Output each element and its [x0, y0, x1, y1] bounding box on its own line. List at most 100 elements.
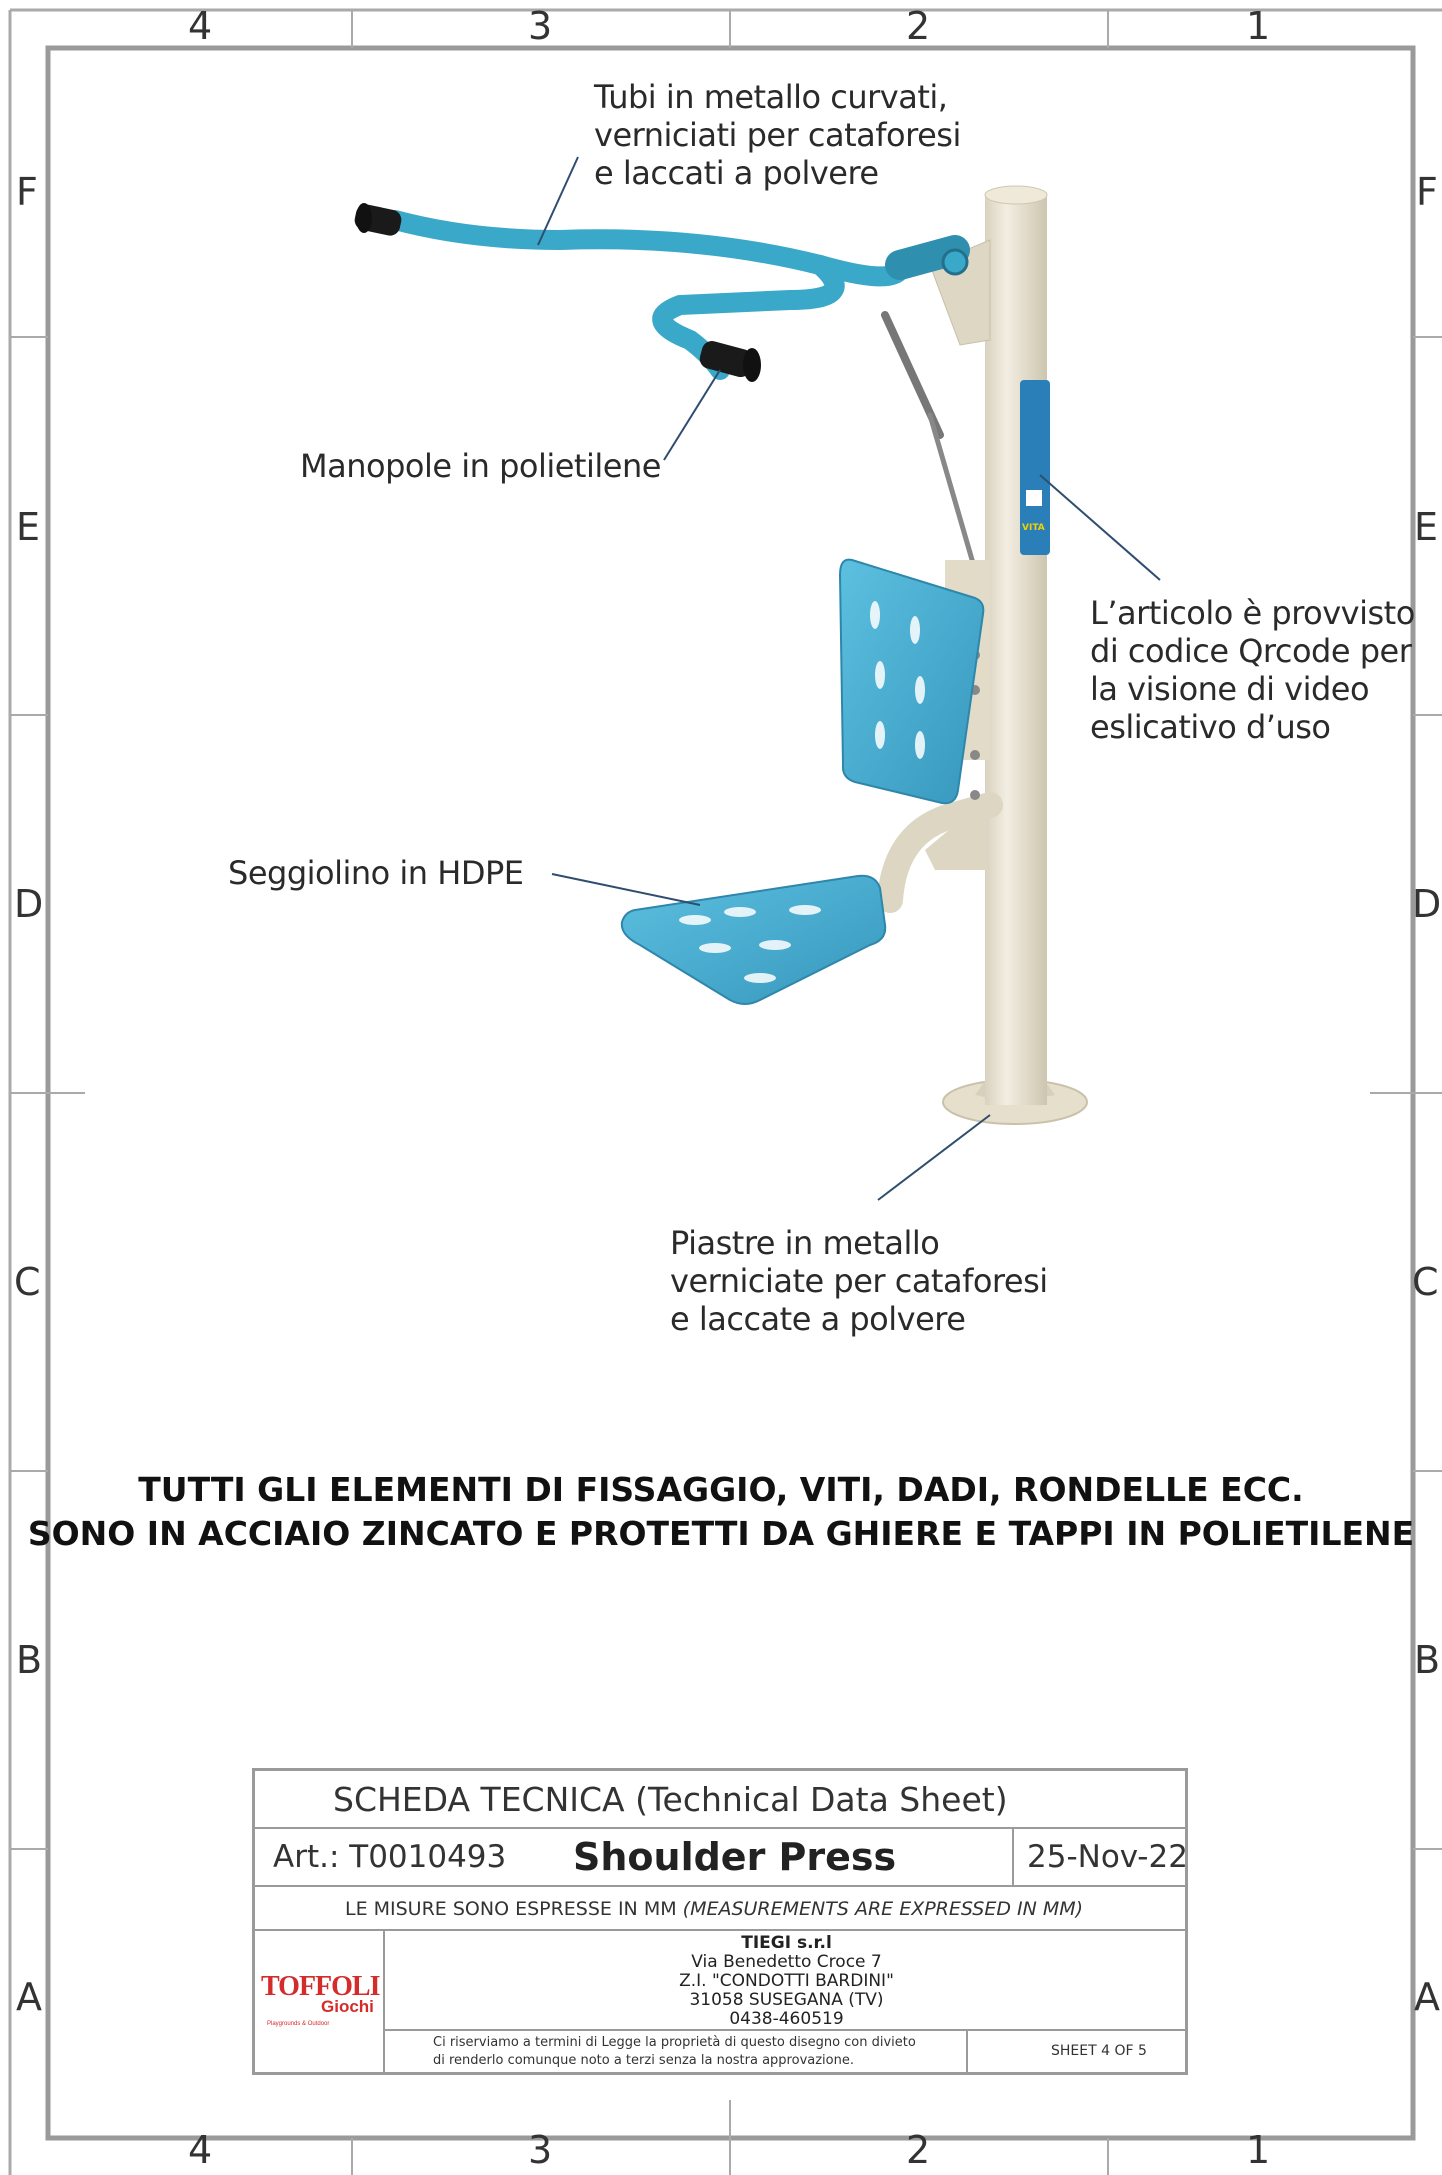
measurements-note: LE MISURE SONO ESPRESSE IN MM (MEASUREME… [345, 1898, 1083, 1920]
seat-slot [724, 907, 756, 917]
zone-label-left: A [16, 1975, 42, 2019]
callout-tubes-line: e laccati a polvere [594, 154, 879, 192]
post-cap [984, 185, 1048, 205]
zone-label-top: 2 [906, 4, 931, 48]
seat-slot [699, 943, 731, 953]
seat-slot [789, 905, 821, 915]
legal-line: Ci riserviamo a termini di Legge la prop… [433, 2035, 916, 2050]
divider [1012, 1829, 1014, 1885]
company-name: TIEGI s.r.l [741, 1933, 832, 1953]
company-zone: Z.I. "CONDOTTI BARDINI" [679, 1971, 894, 1991]
toffoli-logo: TOFFOLI [261, 1971, 381, 2002]
logo-cell: TOFFOLI Giochi Playgrounds & Outdoor [255, 1931, 385, 2075]
leader-line-plates [877, 1114, 991, 1201]
backrest-slot [875, 661, 885, 689]
zone-label-left: F [16, 170, 38, 214]
callout-plates: Piastre in metallo verniciate per catafo… [670, 1224, 1048, 1338]
leader-line-handles [663, 369, 721, 461]
company-address: TIEGI s.r.l Via Benedetto Croce 7 Z.I. "… [385, 1931, 1188, 2031]
callout-qrcode-line: di codice Qrcode per [1090, 632, 1412, 670]
leader-line-tubes [537, 156, 579, 246]
title-block-measurements-row: LE MISURE SONO ESPRESSE IN MM (MEASUREME… [255, 1887, 1185, 1931]
gas-spring-rod [927, 412, 978, 573]
callout-qrcode-line: la visione di video [1090, 670, 1370, 708]
zone-label-right: B [1414, 1638, 1441, 1682]
measurements-text: LE MISURE SONO ESPRESSE IN MM [345, 1898, 677, 1920]
callout-tubes: Tubi in metallo curvati, verniciati per … [594, 78, 961, 192]
seat-slot [759, 940, 791, 950]
callout-handles: Manopole in polietilene [300, 447, 661, 485]
sheet-heading: SCHEDA TECNICA (Technical Data Sheet) [333, 1780, 1008, 1819]
zone-label-top: 4 [188, 4, 213, 48]
vertical-post [985, 195, 1047, 1105]
issue-date: 25-Nov-22 [1027, 1839, 1188, 1875]
article-code: Art.: T0010493 [273, 1839, 507, 1875]
callout-qrcode-line: L’articolo è provvisto [1090, 594, 1415, 632]
leader-line-qrcode [1039, 474, 1161, 581]
zone-label-right: F [1416, 170, 1438, 214]
seat-arm [877, 792, 1003, 913]
zone-label-bottom: 3 [528, 2128, 553, 2172]
company-city: 31058 SUSEGANA (TV) [689, 1990, 884, 2010]
title-block-heading-row: SCHEDA TECNICA (Technical Data Sheet) [255, 1771, 1185, 1829]
handle-cap [743, 348, 761, 382]
backrest-slot [915, 676, 925, 704]
fastener-notice-line1: TUTTI GLI ELEMENTI DI FISSAGGIO, VITI, D… [138, 1470, 1304, 1509]
zone-label-bottom: 1 [1246, 2128, 1271, 2172]
backrest-slot [915, 731, 925, 759]
company-street: Via Benedetto Croce 7 [691, 1952, 882, 1972]
seat-slot [679, 915, 711, 925]
handle-grip-lower [699, 341, 753, 378]
product-label-brand: VITA [1022, 523, 1045, 533]
zone-label-bottom: 4 [188, 2128, 213, 2172]
leader-line-seat [551, 873, 701, 906]
zone-label-top: 3 [528, 4, 553, 48]
title-block: SCHEDA TECNICA (Technical Data Sheet) Ar… [252, 1768, 1188, 2075]
measurements-text-english: (MEASUREMENTS ARE EXPRESSED IN MM) [682, 1898, 1084, 1920]
seat-pad [620, 874, 887, 1005]
qrcode-icon [1026, 490, 1042, 506]
handle-cap [356, 203, 372, 233]
callout-plates-line: Piastre in metallo [670, 1224, 940, 1262]
zone-label-right: C [1412, 1260, 1439, 1304]
title-block-product-row: Art.: T0010493 Shoulder Press 25-Nov-22 [255, 1829, 1188, 1887]
backrest-slot [870, 601, 880, 629]
legal-line: di renderlo comunque noto a terzi senza … [433, 2053, 854, 2068]
toffoli-logo-tagline: Playgrounds & Outdoor [267, 2021, 330, 2027]
zone-label-left: B [16, 1638, 43, 1682]
seat-slot [744, 973, 776, 983]
toffoli-logo-sub: Giochi [321, 1997, 374, 2016]
zone-label-left: E [16, 505, 41, 549]
backrest-slot [875, 721, 885, 749]
callout-qrcode: L’articolo è provvisto di codice Qrcode … [1090, 594, 1415, 746]
callout-qrcode-line: eslicativo d’uso [1090, 708, 1331, 746]
callout-plates-line: verniciate per cataforesi [670, 1262, 1048, 1300]
callout-seat-line: Seggiolino in HDPE [228, 854, 524, 892]
zone-label-left: C [14, 1260, 41, 1304]
legal-notice: Ci riserviamo a termini di Legge la prop… [385, 2031, 968, 2075]
seat-bracket [925, 800, 990, 870]
callout-plates-line: e laccate a polvere [670, 1300, 966, 1338]
callout-handles-line: Manopole in polietilene [300, 447, 661, 485]
callout-tubes-line: Tubi in metallo curvati, [594, 78, 948, 116]
product-name: Shoulder Press [573, 1835, 897, 1879]
backrest-pad [838, 558, 985, 805]
zone-label-top: 1 [1246, 4, 1271, 48]
company-phone: 0438-460519 [729, 2009, 844, 2029]
callout-seat: Seggiolino in HDPE [228, 854, 524, 892]
zone-label-bottom: 2 [906, 2128, 931, 2172]
zone-label-right: D [1412, 882, 1442, 926]
backrest-slot [910, 616, 920, 644]
bolt [970, 750, 980, 760]
qrcode-label [1020, 380, 1050, 555]
sheet-number: SHEET 4 OF 5 [1051, 2043, 1147, 2059]
zone-label-right: A [1414, 1975, 1440, 2019]
upper-tube [385, 210, 965, 287]
fastener-notice-line2: SONO IN ACCIAIO ZINCATO E PROTETTI DA GH… [27, 1514, 1415, 1553]
zone-label-right: E [1414, 505, 1439, 549]
zone-label-left: D [14, 882, 44, 926]
callout-tubes-line: verniciati per cataforesi [594, 116, 961, 154]
